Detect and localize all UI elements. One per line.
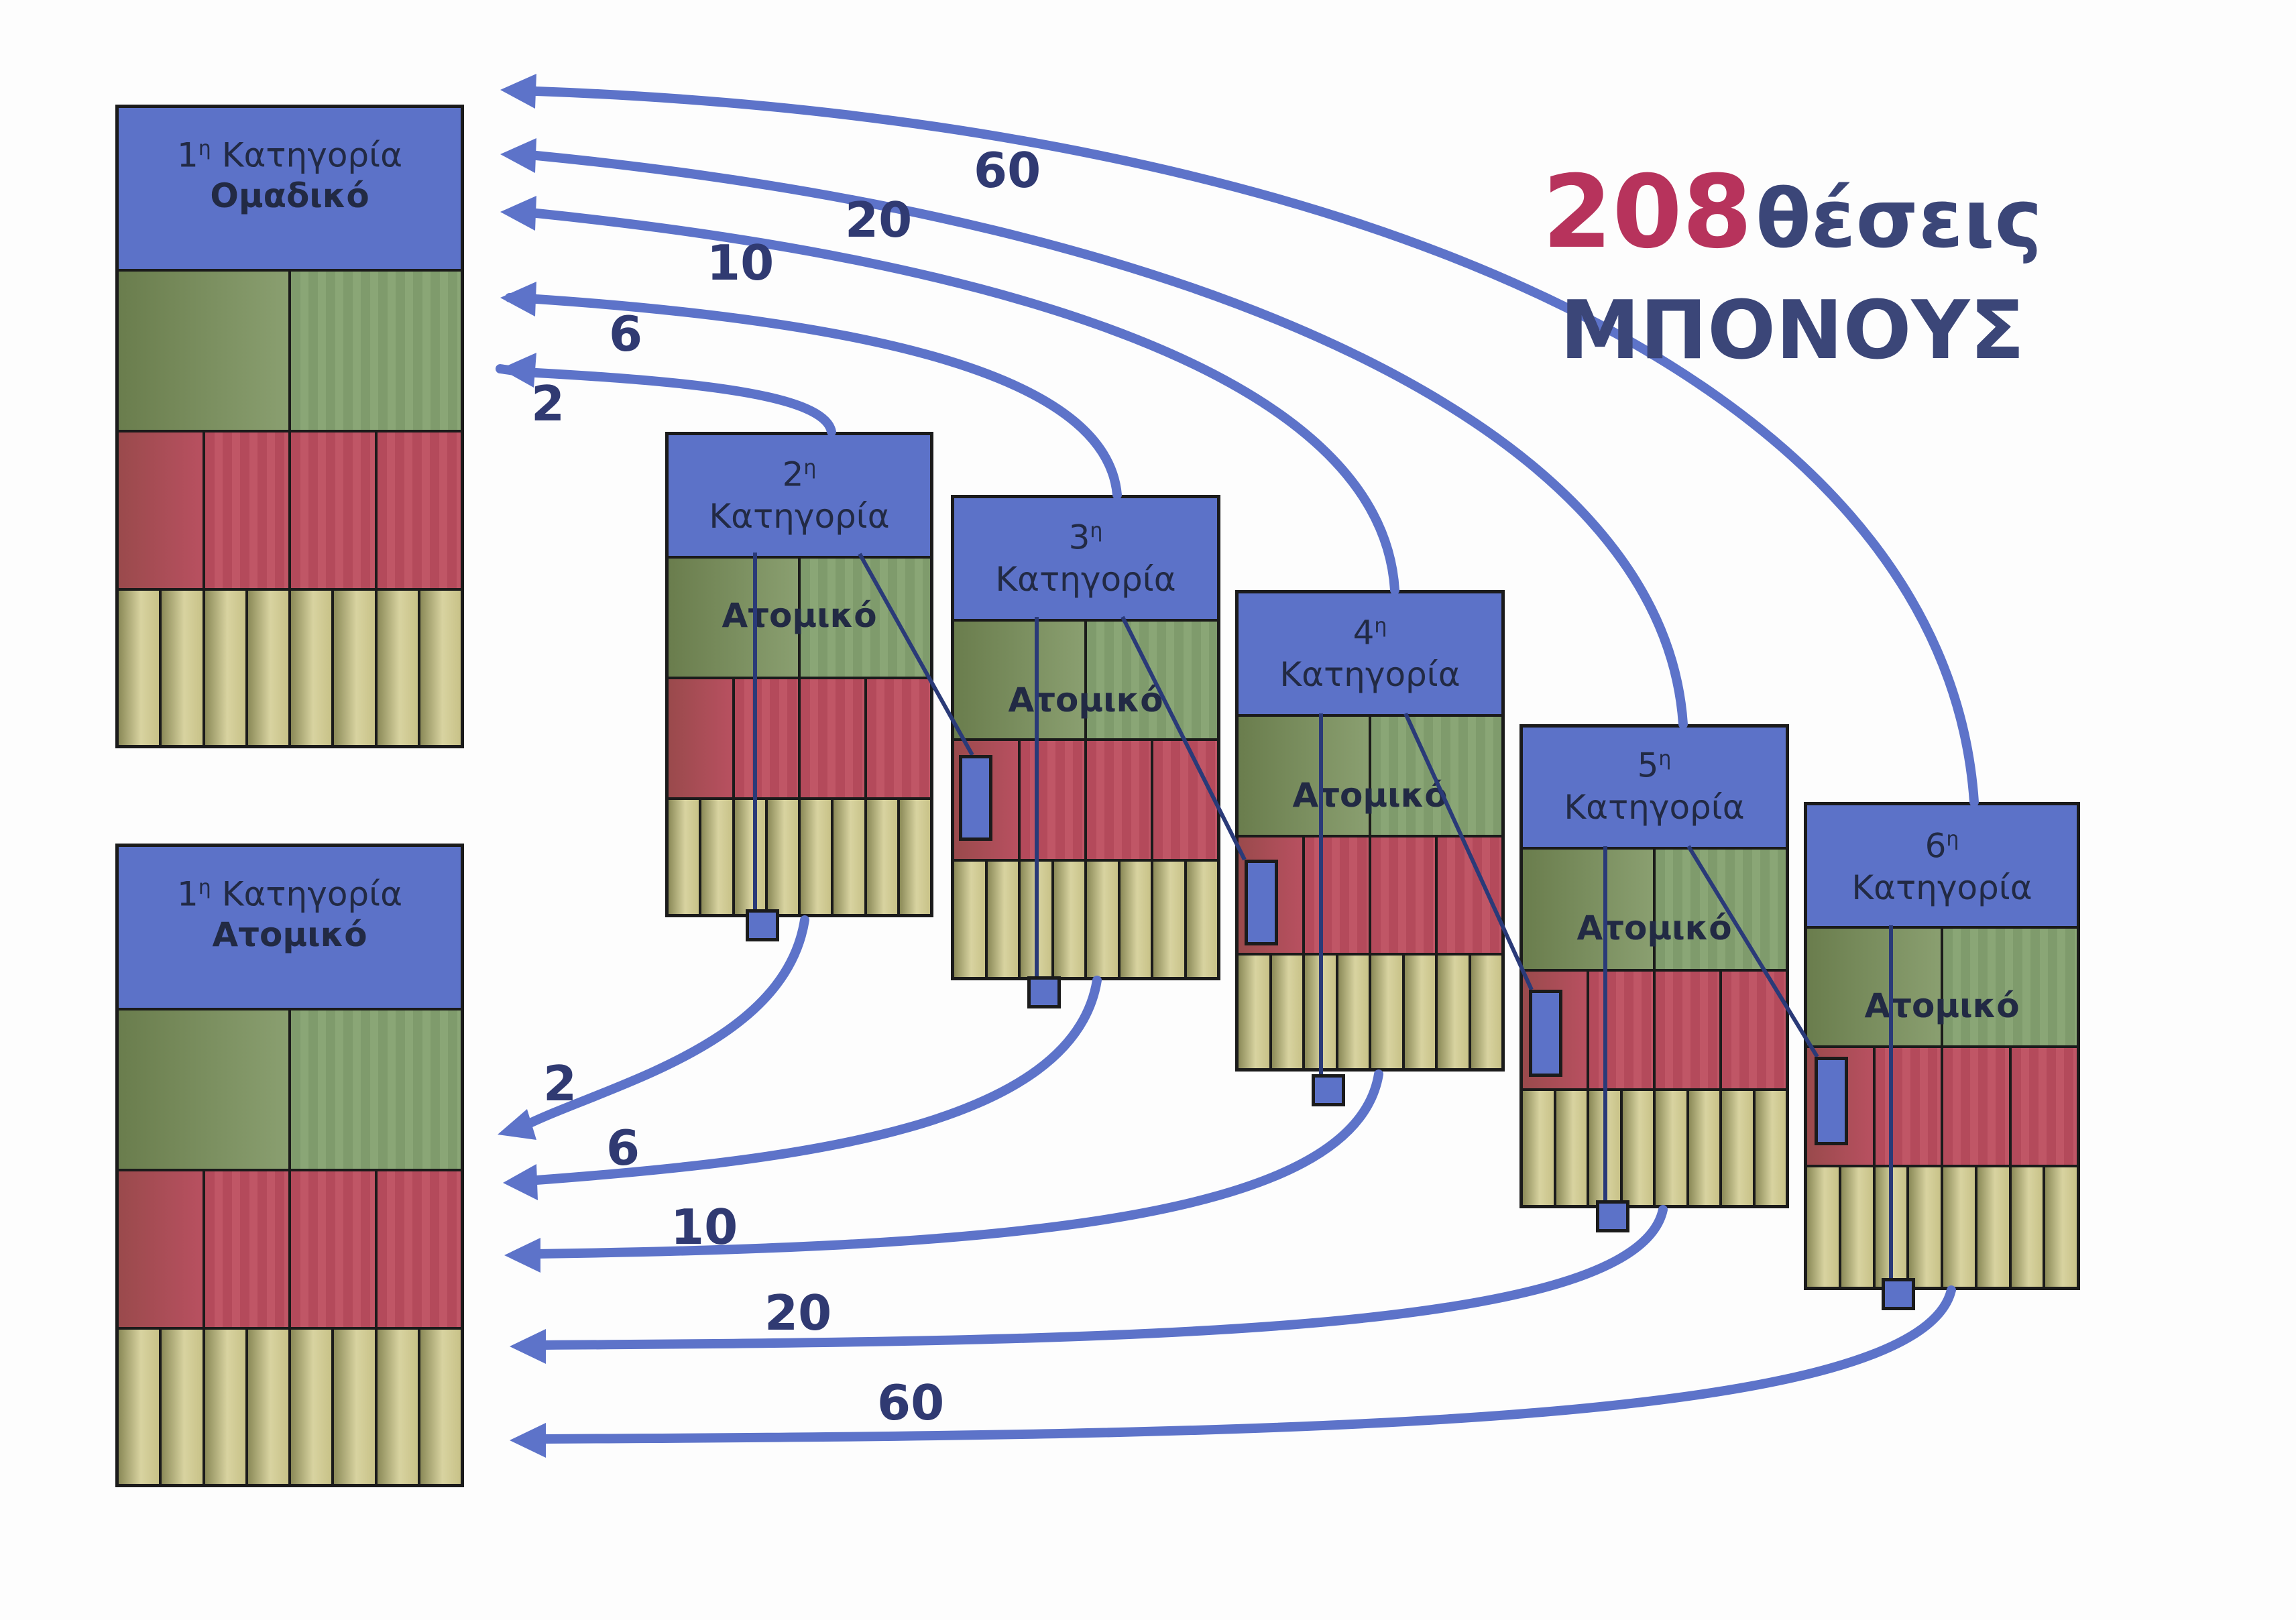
arrow-bottom-6 bbox=[532, 976, 1102, 1185]
label-bottom-20: 20 bbox=[764, 1285, 832, 1341]
label-bottom-6: 6 bbox=[606, 1120, 640, 1176]
arrow-top-60 bbox=[508, 85, 1979, 807]
arrow-top-20 bbox=[508, 150, 1688, 729]
marker-cat5-side bbox=[1529, 990, 1562, 1077]
marker-cat6-side bbox=[1815, 1057, 1848, 1145]
title-word: θέσεις bbox=[1756, 173, 2043, 266]
box-subtitle: Ατομικό bbox=[1576, 909, 1732, 947]
marker-cat4-side bbox=[1245, 860, 1278, 945]
title-block: 208 θέσεις ΜΠΟΝΟΥΣ bbox=[1542, 154, 2043, 378]
title-line2: ΜΠΟΝΟΥΣ bbox=[1560, 284, 2025, 378]
arrow-top-6 bbox=[505, 293, 1122, 500]
label-top-2: 2 bbox=[531, 375, 565, 432]
category-5-box: 5η Κατηγορία Ατομικό bbox=[1519, 724, 1789, 1208]
marker-cat6-bottom bbox=[1882, 1278, 1915, 1310]
marker-cat5-bottom bbox=[1596, 1200, 1629, 1232]
box-subtitle: Ατομικό bbox=[212, 915, 367, 954]
category-2-box: 2η Κατηγορία Ατομικό bbox=[665, 432, 933, 917]
category-4-box: 4η Κατηγορία Ατομικό bbox=[1235, 590, 1505, 1072]
marker-cat3-side bbox=[959, 755, 992, 841]
arrow-bottom-20 bbox=[538, 1205, 1668, 1350]
label-top-10: 10 bbox=[707, 235, 774, 291]
box-subtitle: Ατομικό bbox=[1292, 776, 1448, 815]
label-bottom-2: 2 bbox=[543, 1055, 577, 1112]
category-1-individual-box: 1η Κατηγορία Ατομικό bbox=[115, 844, 464, 1487]
label-top-60: 60 bbox=[974, 142, 1041, 198]
label-bottom-60: 60 bbox=[877, 1375, 945, 1431]
box-header: 2η Κατηγορία bbox=[669, 435, 930, 559]
box-header: 6η Κατηγορία bbox=[1807, 805, 2077, 929]
category-3-box: 3η Κατηγορία Ατομικό bbox=[951, 495, 1220, 980]
inner-lines bbox=[753, 553, 1893, 1281]
box-subtitle: Ομαδικό bbox=[210, 176, 369, 215]
marker-cat3-bottom bbox=[1027, 976, 1061, 1008]
arrow-bottom-2 bbox=[518, 915, 809, 1131]
title-count: 208 bbox=[1542, 154, 1753, 271]
marker-cat2-bottom bbox=[746, 909, 779, 941]
label-bottom-10: 10 bbox=[671, 1199, 738, 1255]
label-top-6: 6 bbox=[609, 306, 643, 362]
arrow-bottom-10 bbox=[532, 1069, 1383, 1259]
box-header: 1η Κατηγορία Ομαδικό bbox=[119, 108, 461, 272]
label-top-20: 20 bbox=[845, 192, 913, 248]
box-header: 3η Κατηγορία bbox=[954, 498, 1217, 622]
category-1-team-box: 1η Κατηγορία Ομαδικό bbox=[115, 105, 464, 748]
box-header: 4η Κατηγορία bbox=[1239, 593, 1501, 717]
marker-cat4-bottom bbox=[1312, 1074, 1345, 1106]
arrow-top-10 bbox=[508, 207, 1399, 595]
box-header: 5η Κατηγορία bbox=[1523, 728, 1786, 850]
box-subtitle: Ατομικό bbox=[1008, 681, 1163, 719]
box-subtitle: Ατομικό bbox=[722, 596, 877, 635]
arrow-bottom-60 bbox=[538, 1285, 1956, 1444]
box-header: 1η Κατηγορία Ατομικό bbox=[119, 847, 461, 1010]
